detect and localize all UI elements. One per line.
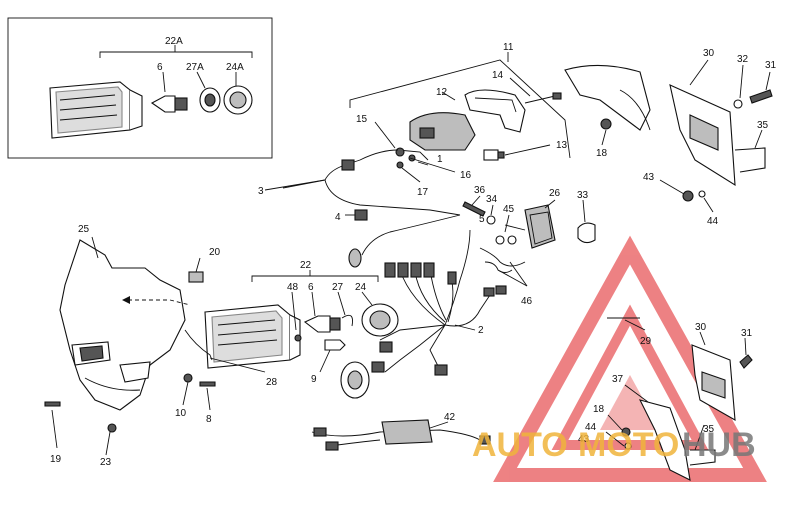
license-plate-holder-top bbox=[564, 59, 773, 213]
label-30: 30 bbox=[703, 48, 715, 59]
label-13: 13 bbox=[556, 140, 568, 151]
label-9: 9 bbox=[311, 374, 317, 385]
label-8: 8 bbox=[206, 414, 212, 425]
watermark-text: AUTO MOTO HUB bbox=[472, 426, 756, 464]
inset-group-label: 22A bbox=[165, 36, 183, 47]
label-3: 3 bbox=[258, 186, 264, 197]
label-28: 28 bbox=[266, 377, 278, 388]
label-32: 32 bbox=[737, 54, 749, 65]
label-20: 20 bbox=[209, 247, 221, 258]
inset-bulb-icon bbox=[150, 95, 188, 113]
label-4: 4 bbox=[335, 212, 341, 223]
label-36: 36 bbox=[474, 185, 486, 196]
watermark-hub: HUB bbox=[682, 426, 756, 464]
label-45: 45 bbox=[503, 204, 515, 215]
label-30-bottom: 30 bbox=[695, 322, 707, 333]
label-29: 29 bbox=[640, 336, 652, 347]
label-33: 33 bbox=[577, 190, 589, 201]
inset-box-22a: 22A 6 27A 24A bbox=[7, 17, 273, 159]
label-26: 26 bbox=[549, 188, 561, 199]
inset-label-6: 6 bbox=[157, 62, 163, 73]
inset-label-24a: 24A bbox=[226, 62, 244, 73]
label-43: 43 bbox=[643, 172, 655, 183]
label-27: 27 bbox=[332, 282, 344, 293]
tail-bulb-icon bbox=[483, 149, 505, 161]
label-14: 14 bbox=[492, 70, 504, 81]
label-1: 1 bbox=[437, 154, 443, 165]
label-11: 11 bbox=[503, 42, 514, 53]
watermark-auto: AUTO bbox=[472, 426, 568, 464]
tail-light-group bbox=[349, 52, 571, 183]
label-15: 15 bbox=[356, 114, 368, 125]
horn-icon bbox=[340, 361, 370, 399]
label-10: 10 bbox=[175, 408, 187, 419]
label-6: 6 bbox=[308, 282, 314, 293]
label-2: 2 bbox=[478, 325, 484, 336]
part-labels: 11 14 12 15 13 1 16 17 3 36 34 26 33 45 … bbox=[50, 42, 777, 468]
label-37: 37 bbox=[612, 374, 624, 385]
inset-socket-icon bbox=[199, 87, 221, 113]
label-31-bottom: 31 bbox=[741, 328, 753, 339]
inset-headlight-icon bbox=[49, 81, 143, 139]
label-23: 23 bbox=[100, 457, 112, 468]
label-5: 5 bbox=[479, 214, 485, 225]
front-fairing bbox=[44, 236, 266, 456]
label-18-bottom: 18 bbox=[593, 404, 605, 415]
label-34: 34 bbox=[486, 194, 498, 205]
label-44-bottom: 44 bbox=[585, 422, 597, 433]
label-17: 17 bbox=[417, 187, 429, 198]
label-42: 42 bbox=[444, 412, 456, 423]
label-43-bottom: 43 bbox=[578, 434, 590, 445]
relay-group bbox=[345, 195, 596, 287]
inset-cap-icon bbox=[223, 85, 253, 115]
cable-42 bbox=[311, 419, 491, 451]
label-12: 12 bbox=[436, 87, 448, 98]
license-plate-holder-bottom bbox=[605, 317, 753, 481]
label-31: 31 bbox=[765, 60, 777, 71]
label-24: 24 bbox=[355, 282, 367, 293]
label-16: 16 bbox=[460, 170, 472, 181]
inset-label-27a: 27A bbox=[186, 62, 204, 73]
wiring-harness bbox=[264, 149, 507, 376]
label-18: 18 bbox=[596, 148, 608, 159]
watermark-moto: MOTO bbox=[578, 426, 679, 464]
label-44: 44 bbox=[707, 216, 719, 227]
label-35: 35 bbox=[757, 120, 769, 131]
label-48: 48 bbox=[287, 282, 299, 293]
label-22: 22 bbox=[300, 260, 312, 271]
label-35-bottom: 35 bbox=[703, 424, 715, 435]
label-46: 46 bbox=[521, 296, 533, 307]
label-19: 19 bbox=[50, 454, 62, 465]
label-25: 25 bbox=[78, 224, 90, 235]
front-headlight-group bbox=[204, 270, 399, 399]
